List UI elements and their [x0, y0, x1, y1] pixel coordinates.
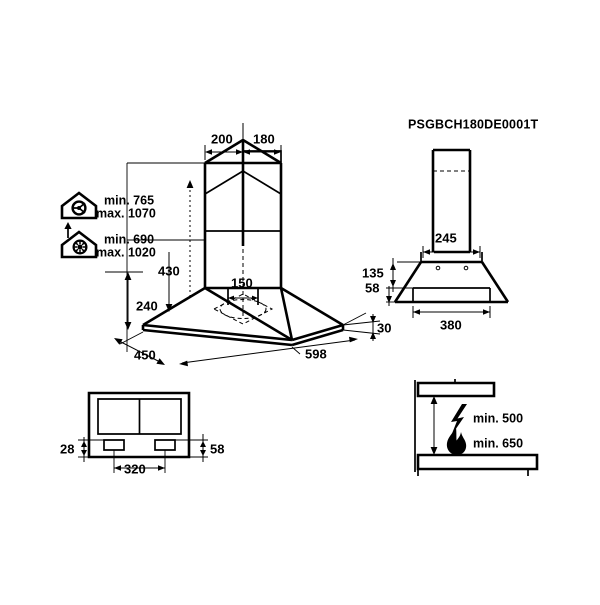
dim-bracket-spacing: 320 — [113, 450, 166, 476]
dim-chimney-width: 245 — [422, 230, 481, 258]
installation-clearance-view: min. 500 min. 650 — [414, 379, 539, 476]
clearance-leader-lines — [186, 180, 194, 300]
front-elevation-view: 245 135 58 380 — [362, 148, 510, 332]
isometric-hood-view: 150 200 180 430 — [105, 123, 391, 367]
dim-duct-diameter: 150 — [228, 275, 258, 301]
dim-598-label: 598 — [305, 346, 327, 361]
dim-200-label: 200 — [211, 131, 233, 146]
gas-clearance-label: min. 650 — [473, 436, 523, 450]
dim-320-label: 320 — [124, 461, 146, 476]
electric-max-label: max. 1070 — [96, 206, 156, 220]
bottom-plan-view: 28 58 320 — [60, 391, 224, 476]
gas-max-label: max. 1020 — [96, 245, 156, 259]
dim-450-label: 450 — [134, 347, 156, 362]
dim-380-label: 380 — [440, 317, 462, 332]
dim-canopy-base-width: 380 — [412, 306, 491, 332]
house-with-electric-hob-icon — [60, 191, 98, 220]
part-number-label: PSGBCH180DE0001T — [408, 117, 539, 131]
dim-rim-height: 58 — [365, 280, 413, 306]
dim-245-label: 245 — [435, 230, 457, 245]
dim-58-front-label: 58 — [365, 280, 379, 295]
dim-30-label: 30 — [377, 320, 391, 335]
dim-chimney-height: 430 — [127, 239, 205, 312]
dim-58-bottom-label: 58 — [210, 441, 224, 456]
dim-chimney-top: 200 180 — [204, 123, 282, 167]
dim-hood-width: 598 — [179, 336, 358, 367]
dim-430-label: 430 — [158, 263, 180, 278]
dim-bracket-inset: 28 — [60, 437, 104, 462]
flame-icon — [446, 428, 467, 455]
dim-150-label: 150 — [231, 275, 253, 290]
dim-240-label: 240 — [136, 298, 158, 313]
dim-hood-depth: 450 — [114, 331, 165, 365]
gas-min-label: min. 690 — [104, 232, 154, 246]
dim-135-label: 135 — [362, 265, 384, 280]
dim-body-depth: 58 — [175, 434, 224, 462]
dim-180-label: 180 — [253, 131, 275, 146]
house-with-gas-burner-icon — [60, 222, 98, 259]
dim-edge-thickness: 30 — [342, 314, 391, 341]
electric-min-label: min. 765 — [104, 193, 154, 207]
lightning-bolt-icon — [451, 404, 467, 436]
electric-clearance-label: min. 500 — [473, 411, 523, 425]
dim-28-label: 28 — [60, 441, 74, 456]
dim-canopy-height: 240 — [105, 271, 158, 330]
